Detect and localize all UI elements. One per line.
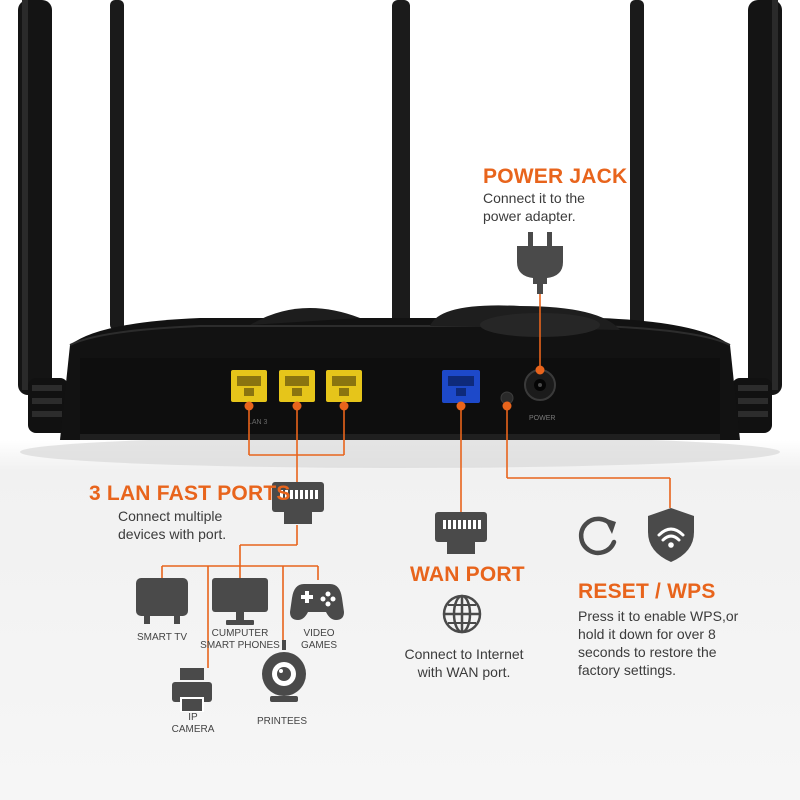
power-jack-title: POWER JACK <box>483 165 628 188</box>
video-games-label-line: GAMES <box>300 640 338 651</box>
power-jack-desc-line: Connect it to the <box>483 190 585 206</box>
antenna-left-inner <box>110 0 124 330</box>
ip-camera-label-line: IP <box>188 712 198 723</box>
printees-label: PRINTEES <box>256 716 307 727</box>
computer-label: CUMPUTER SMART PHONES <box>200 628 280 652</box>
reset-wps-title: RESET / WPS <box>578 580 716 603</box>
ip-camera-label: IP CAMERA <box>160 712 226 736</box>
power-jack-description: Connect it to the power adapter. <box>483 189 585 225</box>
antenna-right-inner <box>630 0 644 330</box>
ip-camera-label-line: CAMERA <box>171 724 215 735</box>
webcam-icon <box>262 640 306 702</box>
antenna-left-outer <box>18 0 68 433</box>
antenna-center <box>392 0 410 330</box>
gamepad-icon <box>290 584 344 620</box>
reset-desc-line: seconds to restore the <box>578 644 717 660</box>
lan-ports-description: Connect multiple devices with port. <box>118 507 226 543</box>
lan-ports-title: 3 LAN FAST PORTS <box>89 482 291 505</box>
reset-desc-line: Press it to enable WPS,or <box>578 608 739 624</box>
monitor-icon <box>212 578 268 625</box>
globe-icon <box>442 594 482 634</box>
lan-port-label: LAN 3 <box>248 419 268 426</box>
refresh-icon <box>578 516 617 556</box>
connector-dots <box>244 365 545 411</box>
tv-icon <box>136 578 188 624</box>
wan-port <box>442 370 480 403</box>
ethernet-jack-icon <box>272 482 324 524</box>
antenna-right-outer <box>732 0 782 433</box>
power-jack-desc-line: power adapter. <box>483 208 576 224</box>
router-body <box>60 305 740 440</box>
lan-port-2 <box>279 370 315 402</box>
power-port-label: POWER <box>529 415 555 422</box>
wan-port-title: WAN PORT <box>410 563 525 586</box>
reset-desc-line: hold it down for over 8 <box>578 626 716 642</box>
connector-lines <box>161 290 671 668</box>
lan-desc-line: Connect multiple <box>118 508 223 524</box>
lan-port-1 <box>231 370 267 402</box>
lan-desc-line: devices with port. <box>118 526 227 542</box>
wan-port-description: Connect to Internet with WAN port. <box>402 645 526 681</box>
wan-desc-line: with WAN port. <box>417 664 511 680</box>
reset-wps-description: Press it to enable WPS,or hold it down f… <box>578 607 788 679</box>
smart-tv-label: SMART TV <box>136 632 187 643</box>
reset-desc-line: factory settings. <box>578 662 677 678</box>
power-plug-icon <box>517 232 563 294</box>
video-games-label-line: VIDEO <box>303 628 335 639</box>
wps-shield-icon <box>648 508 694 562</box>
ethernet-jack-icon <box>435 512 487 554</box>
computer-label-line: SMART PHONES <box>200 640 280 651</box>
video-games-label: VIDEO GAMES <box>292 628 346 652</box>
lan-port-3 <box>326 370 362 402</box>
computer-label-line: CUMPUTER <box>211 628 269 639</box>
printer-icon <box>172 668 212 712</box>
wan-desc-line: Connect to Internet <box>404 646 524 662</box>
